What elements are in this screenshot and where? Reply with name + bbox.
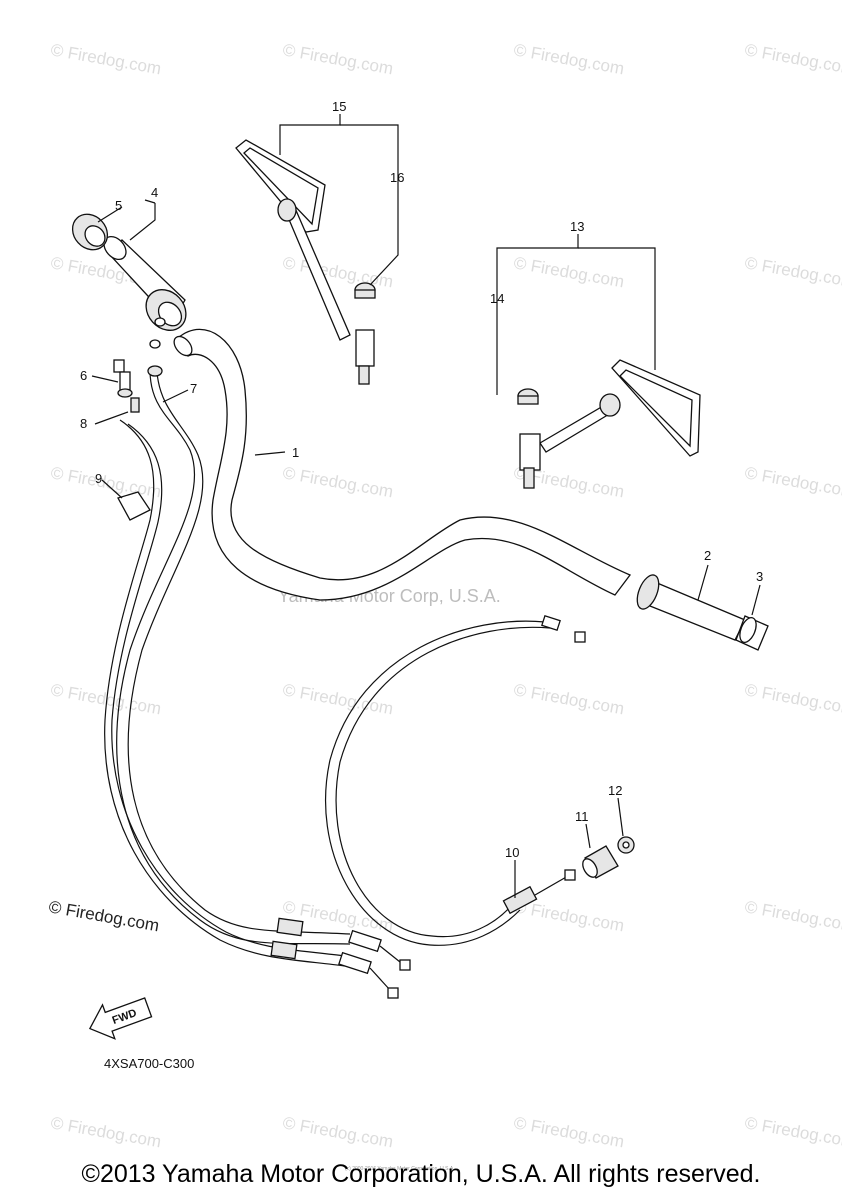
watermark: © Firedog.com <box>281 463 394 501</box>
cable-holder <box>117 491 151 521</box>
watermark: © Firedog.com <box>512 680 625 718</box>
callout-14: 14 <box>490 291 504 306</box>
callout-12: 12 <box>608 783 622 798</box>
watermark: © Firedog.com <box>281 253 394 291</box>
right-mirror-cap <box>517 388 539 405</box>
copyright-notice: ©2013 Yamaha Motor Corporation, U.S.A. A… <box>81 1160 761 1188</box>
watermark: © Firedog.com <box>49 463 162 501</box>
diagram-code: 4XSA700-C300 <box>104 1056 194 1071</box>
left-mirror <box>235 139 375 385</box>
watermark: © Firedog.com <box>743 897 842 935</box>
right-grip <box>636 574 746 641</box>
watermark: © Firedog.com <box>281 40 394 78</box>
callout-4: 4 <box>151 185 158 200</box>
callout-11: 11 <box>575 809 589 824</box>
clutch-cable <box>325 614 586 946</box>
fwd-arrow-icon: FWD <box>88 997 153 1040</box>
callout-2: 2 <box>704 548 711 563</box>
watermark: © Firedog.com <box>512 1113 625 1151</box>
watermark-grid: © Firedog.com © Firedog.com © Firedog.co… <box>47 40 842 1172</box>
callout-1: 1 <box>292 445 299 460</box>
callout-3: 3 <box>756 569 763 584</box>
callout-6: 6 <box>80 368 87 383</box>
callout-15: 15 <box>332 99 346 114</box>
callout-16: 16 <box>390 170 404 185</box>
watermark-dark: © Firedog.com <box>47 897 160 935</box>
grip-cap <box>735 615 769 651</box>
watermark: © Firedog.com <box>49 40 162 78</box>
callout-9: 9 <box>95 471 102 486</box>
callout-10: 10 <box>505 845 519 860</box>
handlebar <box>173 328 632 601</box>
grip-end-cap <box>71 213 109 251</box>
watermark: © Firedog.com <box>512 40 625 78</box>
watermark: © Firedog.com <box>743 40 842 78</box>
leader-lines <box>91 114 761 898</box>
left-mirror-cap <box>354 282 376 299</box>
watermark: © Firedog.com <box>49 1113 162 1151</box>
watermark: © Firedog.com <box>743 463 842 501</box>
callout-13: 13 <box>570 219 584 234</box>
cable-adjuster <box>582 845 619 879</box>
watermark: © Firedog.com <box>281 680 394 718</box>
watermark: © Firedog.com <box>743 1113 842 1151</box>
adjuster-nut <box>617 836 635 854</box>
callout-7: 7 <box>190 381 197 396</box>
callout-5: 5 <box>115 198 122 213</box>
watermark: © Firedog.com <box>512 253 625 291</box>
watermark: © Firedog.com <box>743 253 842 291</box>
throttle-cables <box>104 339 411 999</box>
watermark: © Firedog.com <box>281 1113 394 1151</box>
watermark-small: (c) 2000-2016 Yamaha Motor Corporation, … <box>345 1166 455 1172</box>
watermark: © Firedog.com <box>743 680 842 718</box>
left-grip <box>103 235 187 331</box>
right-mirror <box>519 359 701 489</box>
nut <box>130 397 140 413</box>
callouts: 1 2 3 4 5 6 7 8 9 10 11 12 13 14 15 16 <box>80 99 763 860</box>
callout-8: 8 <box>80 416 87 431</box>
adjuster-bolt <box>113 359 133 398</box>
